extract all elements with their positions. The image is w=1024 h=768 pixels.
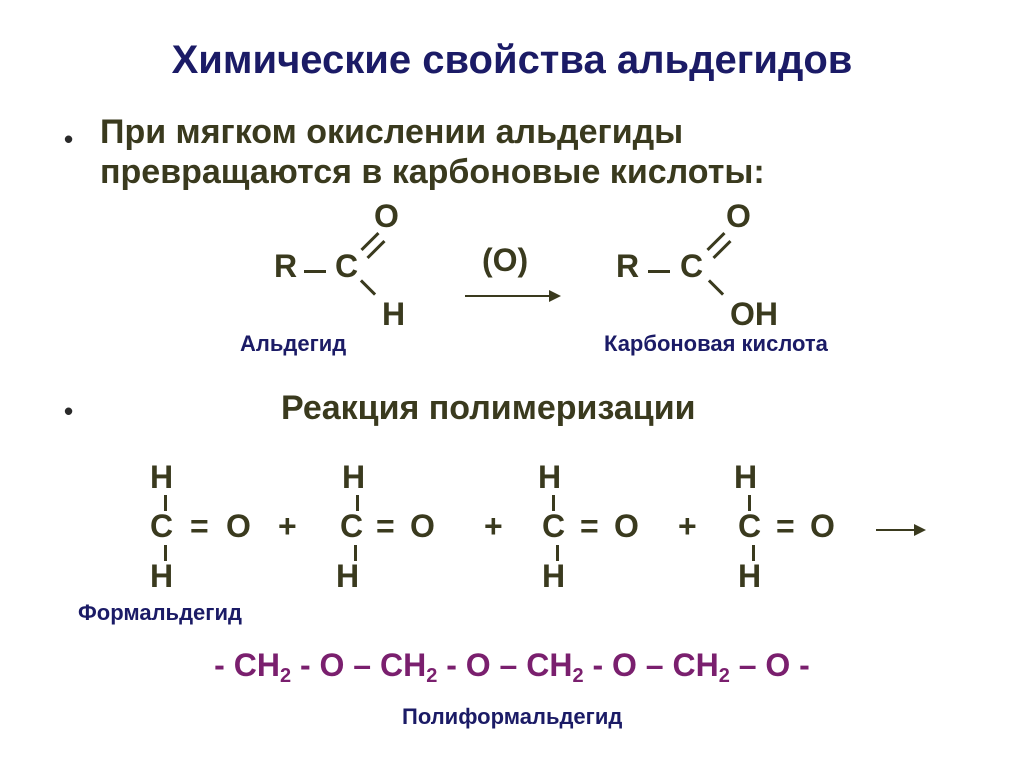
monomer-double-bond: = xyxy=(190,508,209,544)
monomer-carbon: C xyxy=(150,508,174,544)
monomer-oxygen: O xyxy=(810,508,835,544)
acid-carbon: C xyxy=(680,248,704,284)
monomer-bond-top xyxy=(552,495,555,511)
monomer-bond-bottom xyxy=(164,545,167,561)
polymer-subscript: 2 xyxy=(572,665,584,687)
monomer-double-bond: = xyxy=(376,508,395,544)
arrow-shaft xyxy=(876,529,916,531)
monomer-h-top: H xyxy=(342,459,366,495)
monomer-h-bottom: H xyxy=(738,558,762,594)
monomer-bond-top xyxy=(356,495,359,511)
oxidation-statement-line-1: При мягком окислении альдегиды xyxy=(100,113,684,151)
oxidation-statement: При мягком окислении альдегиды превращаю… xyxy=(100,112,765,192)
polymer-segment: - O – CH xyxy=(583,647,719,683)
aldehyde-carbon: C xyxy=(335,248,359,284)
aldehyde-hydrogen: H xyxy=(382,296,406,332)
acid-oxygen: O xyxy=(726,198,751,234)
plus-sign-3: + xyxy=(678,508,697,544)
monomer-h-top: H xyxy=(734,459,758,495)
polymer-segment: - O – CH xyxy=(437,647,573,683)
aldehyde-caption: Альдегид xyxy=(240,331,347,356)
monomer-oxygen: O xyxy=(226,508,251,544)
monomer-bond-bottom xyxy=(354,545,357,561)
monomer-carbon: C xyxy=(738,508,762,544)
acid-r: R xyxy=(616,248,640,284)
aldehyde-single-bond xyxy=(304,270,326,273)
polymer-segment: - CH xyxy=(214,647,280,683)
monomer-h-bottom: H xyxy=(150,558,174,594)
bullet-2: • xyxy=(64,396,74,426)
monomer-bond-bottom xyxy=(556,545,559,561)
polyformaldehyde-caption: Полиформальдегид xyxy=(402,704,623,729)
arrow-head xyxy=(914,524,926,536)
acid-oh-bond xyxy=(707,279,725,296)
plus-sign-2: + xyxy=(484,508,503,544)
aldehyde-oxygen: O xyxy=(374,198,399,234)
polymer-subscript: 2 xyxy=(279,665,292,687)
polymer-subscript: 2 xyxy=(718,665,730,687)
monomer-h-top: H xyxy=(150,459,174,495)
plus-sign-1: + xyxy=(278,508,297,544)
monomer-double-bond: = xyxy=(776,508,795,544)
arrow-shaft xyxy=(465,295,551,297)
monomer-h-bottom: H xyxy=(542,558,566,594)
monomer-oxygen: O xyxy=(614,508,639,544)
monomer-bond-top xyxy=(164,495,167,511)
polymer-subscript: 2 xyxy=(426,665,438,687)
oxidant-label: (O) xyxy=(482,242,529,278)
monomer-oxygen: O xyxy=(410,508,435,544)
polymerization-heading: Реакция полимеризации xyxy=(281,389,696,427)
arrow-head xyxy=(549,290,561,302)
monomer-carbon: C xyxy=(340,508,364,544)
page-title: Химические свойства альдегидов xyxy=(171,38,853,82)
monomer-bond-bottom xyxy=(752,545,755,561)
polymer-segment: - O – CH xyxy=(291,647,427,683)
acid-caption: Карбоновая кислота xyxy=(604,331,828,356)
polyformaldehyde-formula: - CH2 - O – CH2 - O – CH2 - O – CH2 – O … xyxy=(0,647,1024,688)
monomer-bond-top xyxy=(748,495,751,511)
aldehyde-r: R xyxy=(274,248,298,284)
acid-hydroxyl: OH xyxy=(730,296,778,332)
monomer-double-bond: = xyxy=(580,508,599,544)
formaldehyde-caption: Формальдегид xyxy=(78,600,242,625)
monomer-carbon: C xyxy=(542,508,566,544)
monomer-h-bottom: H xyxy=(336,558,360,594)
polymer-segment: – O - xyxy=(729,647,810,683)
aldehyde-h-bond xyxy=(359,279,377,296)
oxidation-statement-line-2: превращаются в карбоновые кислоты: xyxy=(100,153,765,191)
acid-single-bond xyxy=(648,270,670,273)
monomer-h-top: H xyxy=(538,459,562,495)
bullet-1: • xyxy=(64,124,74,154)
